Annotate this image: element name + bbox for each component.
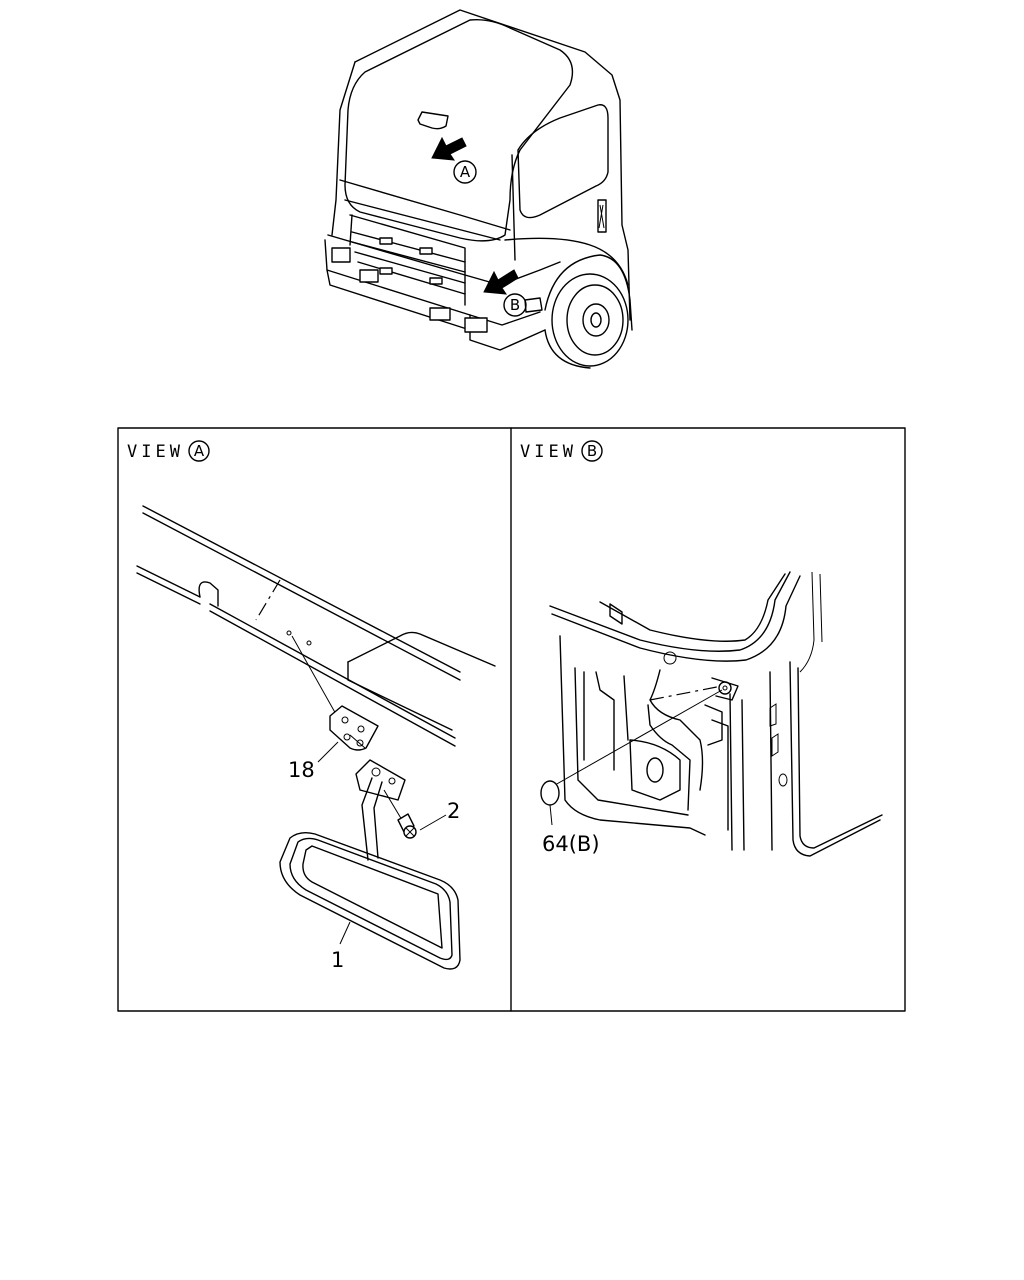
part-label-18: 18 <box>288 758 315 782</box>
view-b-title-text: VIEW <box>520 442 577 462</box>
part-label-64b: 64(B) <box>542 832 600 856</box>
view-a-panel: VIEW A 18 <box>127 440 496 972</box>
callout-b: B <box>503 293 527 317</box>
truck-cab-overview: A B <box>324 9 633 369</box>
view-a-title-letter: A <box>194 442 205 460</box>
callout-b-letter: B <box>510 296 520 314</box>
callout-a-letter: A <box>460 163 471 181</box>
view-b-panel: VIEW B <box>520 440 883 857</box>
part-label-1: 1 <box>331 948 344 972</box>
callout-a: A <box>453 160 477 184</box>
part-label-2: 2 <box>447 799 460 823</box>
view-b-title: VIEW B <box>520 440 603 462</box>
view-a-title: VIEW A <box>127 440 210 462</box>
view-a-title-text: VIEW <box>127 442 184 462</box>
view-b-title-letter: B <box>587 442 597 460</box>
